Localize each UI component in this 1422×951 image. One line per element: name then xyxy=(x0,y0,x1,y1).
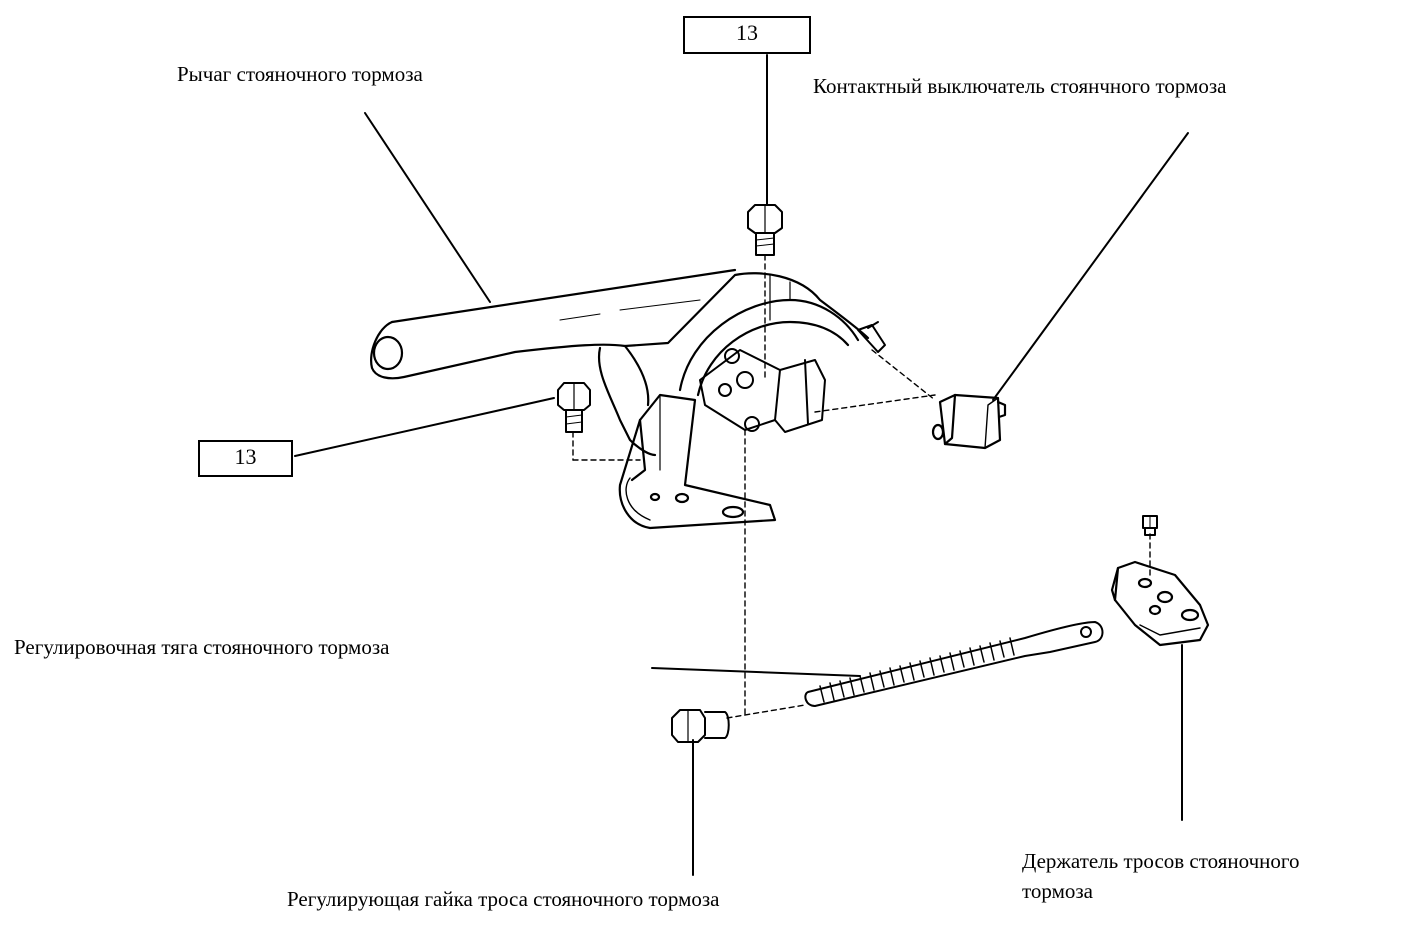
switch-pin xyxy=(857,321,886,353)
torque-spec-top: 13 xyxy=(683,16,811,54)
torque-left-value: 13 xyxy=(234,444,257,469)
label-holder-line1: Держатель тросов стояночного xyxy=(1022,849,1300,873)
bolt-top xyxy=(747,204,783,256)
label-holder-line2: тормоза xyxy=(1022,879,1093,903)
label-nut: Регулирующая гайка троса стояночного тор… xyxy=(287,887,720,911)
parking-brake-lever xyxy=(370,268,870,457)
ratchet-sector xyxy=(678,274,860,397)
dash-switch-2 xyxy=(814,394,936,413)
torque-spec-left: 13 xyxy=(198,440,293,477)
label-rod: Регулировочная тяга стояночного тормоза xyxy=(14,635,390,659)
adjusting-nut xyxy=(671,709,730,743)
parking-brake-switch-part xyxy=(931,393,1007,450)
leader-torque-left xyxy=(294,397,555,457)
dash-switch-1 xyxy=(871,349,936,401)
torque-top-value: 13 xyxy=(736,20,758,45)
leader-lever xyxy=(364,112,491,303)
pawl-mechanism xyxy=(699,348,826,433)
label-lever: Рычаг стояночного тормоза xyxy=(177,62,423,86)
cable-holder xyxy=(1110,560,1210,647)
leader-rod xyxy=(651,667,861,677)
label-switch: Контактный выключатель стоянчного тормоз… xyxy=(813,74,1227,98)
dash-nut xyxy=(726,704,806,719)
holder-bolt xyxy=(1142,515,1158,536)
bolt-left xyxy=(557,382,591,433)
leader-switch xyxy=(992,132,1189,401)
lever-bracket xyxy=(618,393,777,530)
adjusting-rod xyxy=(804,621,1104,707)
